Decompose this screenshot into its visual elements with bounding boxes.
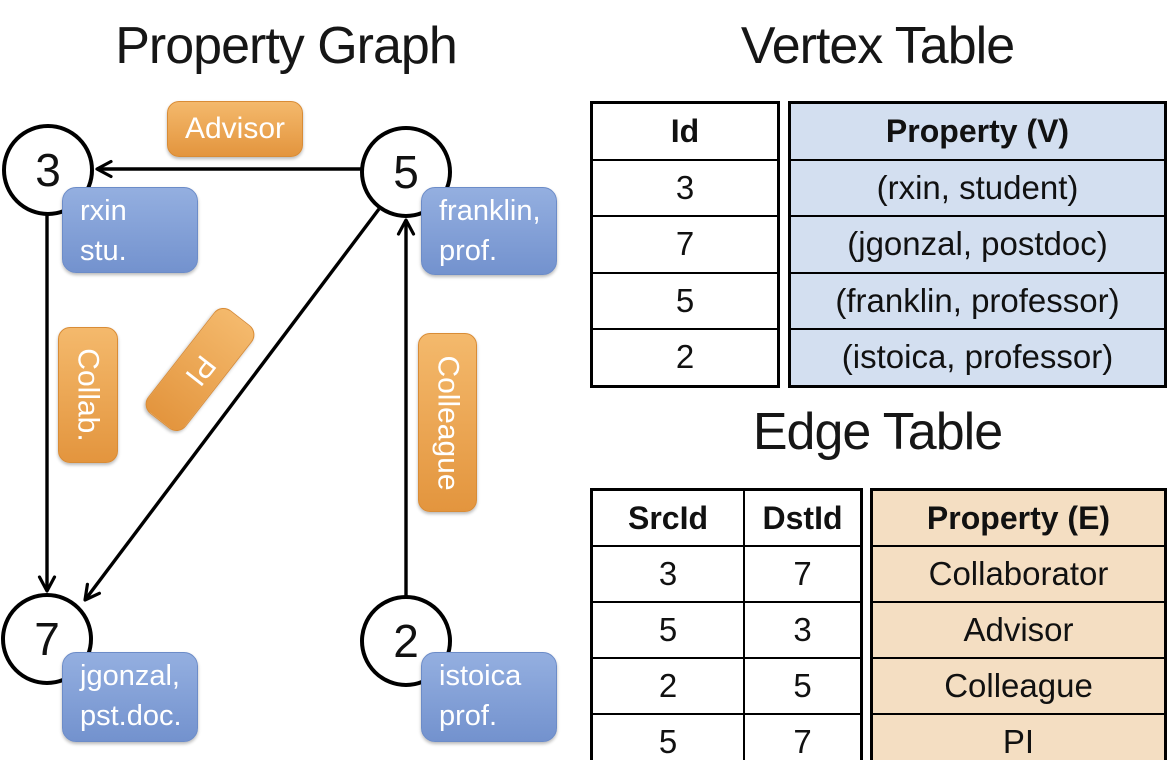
vertex-prop-box-franklin: franklin, prof. [421,187,557,275]
node-id-label: 5 [393,146,419,198]
node-id-label: 7 [34,613,60,665]
edge-label-text: Colleague [431,354,465,491]
vertex-table-id-column: Id 3 7 5 2 [590,101,780,388]
table-row: 3 [590,158,780,217]
table-row: Advisor [870,601,1167,659]
table-row: 5 7 [590,713,863,760]
edge-label-advisor: Advisor [167,101,303,157]
table-row: Id [590,101,780,161]
vertex-prop-box-jgonzal: jgonzal, pst.doc. [62,652,198,742]
table-row: Colleague [870,657,1167,715]
vertex-id-cell: 3 [590,158,780,217]
edge-dstid-header: DstId [743,488,863,547]
table-row: 2 [590,328,780,387]
graph-node-5: 5 [360,126,452,218]
prop-line: prof. [439,700,498,732]
edge-label-colleague: Colleague [418,333,477,512]
table-row: Property (V) [788,101,1167,161]
edge-property-cell: Collaborator [870,545,1167,603]
edge-label-text: PI [178,348,223,392]
table-row: 5 [590,271,780,330]
edge-label-collab: Collab. [58,327,118,463]
edge-property-header: Property (E) [870,488,1167,547]
edge-property-cell: Colleague [870,657,1167,715]
edge-property-cell: PI [870,713,1167,760]
graph-node-2: 2 [360,595,452,687]
vertex-table-property-column: Property (V) (rxin, student) (jgonzal, p… [788,101,1167,388]
edge-dstid-cell: 7 [743,545,863,603]
vertex-id-cell: 2 [590,328,780,387]
edge-dstid-cell: 7 [743,713,863,760]
node-id-label: 3 [35,144,61,196]
edge-srcid-cell: 5 [590,713,745,760]
table-row: (istoica, professor) [788,328,1167,387]
graph-title: Property Graph [115,17,458,75]
table-row: 2 5 [590,657,863,715]
graph-edges-canvas [37,159,416,602]
prop-line: stu. [80,235,127,267]
table-row: Collaborator [870,545,1167,603]
table-row: (franklin, professor) [788,271,1167,330]
prop-line: pst.doc. [80,700,182,732]
edge-label-text: Advisor [184,112,286,145]
vertex-table-title: Vertex Table [740,17,1015,75]
edge-label-text: Collab. [72,348,106,442]
prop-line: rxin [80,195,127,227]
edge-srcid-cell: 2 [590,657,745,715]
table-row: Property (E) [870,488,1167,547]
edge-dstid-cell: 5 [743,657,863,715]
vertex-prop-box-rxin: rxin stu. [62,187,198,273]
edge-srcid-header: SrcId [590,488,745,547]
edge-table-title: Edge Table [752,403,1003,461]
vertex-id-cell: 5 [590,271,780,330]
edge-dstid-cell: 3 [743,601,863,659]
vertex-property-cell: (franklin, professor) [788,271,1167,330]
table-row: 5 3 [590,601,863,659]
prop-line: franklin, [439,195,541,227]
vertex-property-header: Property (V) [788,101,1167,161]
prop-line: istoica [439,660,522,692]
edge-property-cell: Advisor [870,601,1167,659]
edge-srcid-cell: 3 [590,545,745,603]
vertex-id-cell: 7 [590,215,780,274]
vertex-property-cell: (rxin, student) [788,158,1167,217]
table-row: 7 [590,215,780,274]
edge-table-src-dst-columns: SrcId DstId 3 7 5 3 2 5 5 7 [590,488,863,760]
vertex-id-header: Id [590,101,780,161]
table-row: 3 7 [590,545,863,603]
edge-srcid-cell: 5 [590,601,745,659]
vertex-property-cell: (jgonzal, postdoc) [788,215,1167,274]
table-row: (rxin, student) [788,158,1167,217]
prop-line: jgonzal, [80,660,180,692]
edge-table-property-column: Property (E) Collaborator Advisor Collea… [870,488,1167,760]
prop-line: prof. [439,235,498,267]
node-id-label: 2 [393,615,419,667]
vertex-prop-box-istoica: istoica prof. [421,652,557,742]
table-row: (jgonzal, postdoc) [788,215,1167,274]
table-row: SrcId DstId [590,488,863,547]
edge-pi-5-to-7 [83,207,381,602]
table-row: PI [870,713,1167,760]
vertex-property-cell: (istoica, professor) [788,328,1167,387]
